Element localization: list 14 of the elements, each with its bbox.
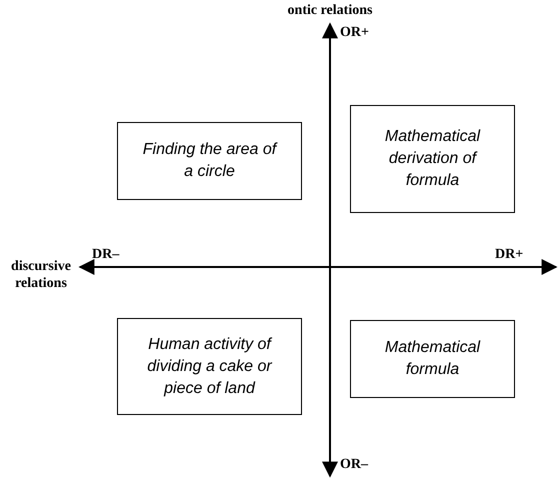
quadrant-box — [350, 105, 515, 213]
box-text: Finding the area of a circle — [142, 140, 277, 182]
axis-label: ontic relations — [286, 2, 374, 19]
axis-label: DR+ — [495, 246, 524, 263]
axis-label: discursive relations — [10, 258, 72, 292]
box-text: Mathematical formula — [384, 338, 482, 380]
quadrant-box — [117, 122, 302, 200]
axis-label: OR– — [340, 456, 370, 473]
box-text: Mathematical derivation of formula — [384, 127, 482, 191]
quadrant-box — [117, 318, 302, 415]
axis-label: OR+ — [340, 24, 370, 41]
quadrant-box — [350, 320, 515, 398]
box-text: Human activity of dividing a cake or piece of land — [146, 334, 274, 398]
axis-label: DR– — [92, 246, 120, 263]
